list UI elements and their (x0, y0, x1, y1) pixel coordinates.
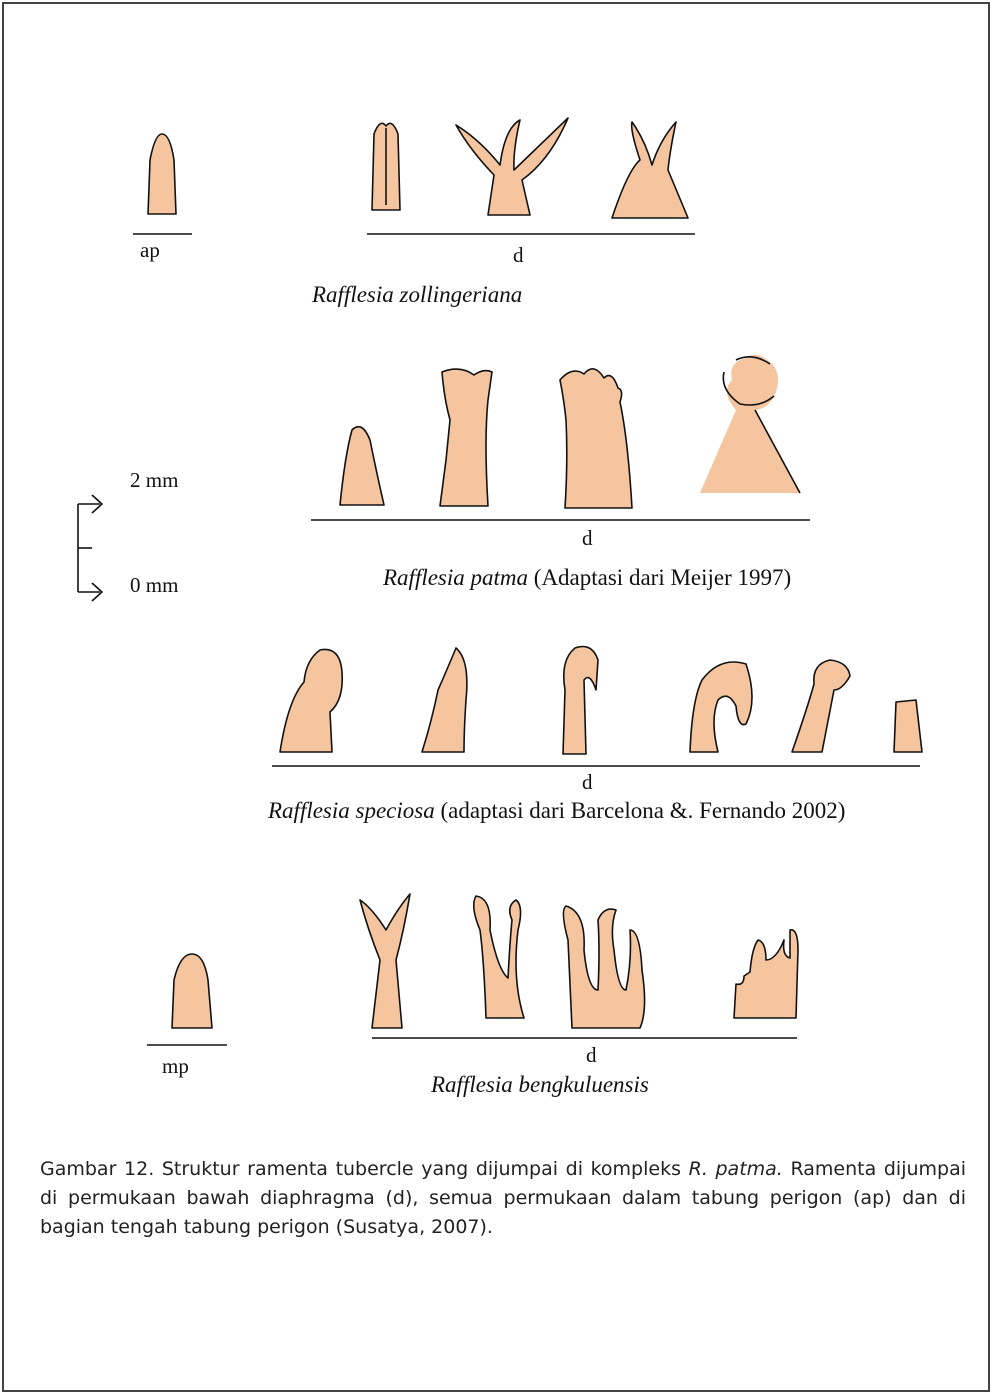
bengkuluensis-group: mp d Rafflesia bengkuluensis (147, 894, 798, 1097)
ramenta-patma-1 (340, 427, 384, 505)
ramenta-beng-2 (474, 896, 524, 1018)
beng-d-label: d (586, 1043, 597, 1067)
ramenta-zoll-3 (612, 122, 688, 218)
caption-italic: R. patma. (689, 1158, 783, 1180)
scale-top-label: 2 mm (130, 468, 178, 492)
zoll-d-label: d (513, 243, 524, 267)
ramenta-mp-shape (172, 954, 212, 1028)
ramenta-patma-2 (440, 369, 492, 506)
zollingeriana-title: Rafflesia zollingeriana (311, 282, 522, 307)
ramenta-beng-1 (360, 894, 410, 1028)
speciosa-name: Rafflesia speciosa (267, 798, 435, 823)
ramenta-figure: ap d Rafflesia zollingeriana d Rafflesia… (0, 0, 995, 1130)
ramenta-speciosa-4 (690, 662, 752, 752)
ramenta-speciosa-1 (280, 649, 342, 752)
patma-d-label: d (582, 526, 593, 550)
ap-label: ap (140, 238, 160, 262)
ramenta-beng-3 (563, 906, 644, 1028)
ramenta-patma-4 (700, 355, 800, 493)
zollingeriana-group: ap d Rafflesia zollingeriana (133, 118, 695, 307)
speciosa-title: Rafflesia speciosa (adaptasi dari Barcel… (267, 798, 845, 823)
patma-group: d Rafflesia patma (Adaptasi dari Meijer … (311, 355, 810, 590)
scale-bar: 2 mm 0 mm (78, 468, 178, 601)
patma-name: Rafflesia patma (382, 565, 528, 590)
caption-prefix: Gambar 12. Struktur ramenta tubercle yan… (40, 1158, 689, 1180)
speciosa-group: d Rafflesia speciosa (adaptasi dari Barc… (267, 647, 922, 824)
scale-bottom-label: 0 mm (130, 573, 178, 597)
patma-note: (Adaptasi dari Meijer 1997) (528, 565, 791, 590)
ramenta-zoll-2 (456, 118, 568, 215)
speciosa-note: (adaptasi dari Barcelona &. Fernando 200… (435, 798, 846, 823)
speciosa-d-label: d (582, 770, 593, 794)
ramenta-patma-3 (560, 369, 632, 508)
ramenta-speciosa-6 (894, 700, 922, 752)
ramenta-speciosa-3 (563, 647, 598, 755)
ramenta-speciosa-5 (792, 660, 850, 752)
patma-title: Rafflesia patma (Adaptasi dari Meijer 19… (382, 565, 791, 590)
ramenta-ap-shape (148, 134, 176, 214)
ramenta-speciosa-2 (422, 648, 467, 752)
figure-caption: Gambar 12. Struktur ramenta tubercle yan… (40, 1155, 966, 1242)
mp-label: mp (162, 1054, 189, 1078)
ramenta-beng-4 (734, 930, 798, 1018)
bengkuluensis-title: Rafflesia bengkuluensis (430, 1072, 649, 1097)
